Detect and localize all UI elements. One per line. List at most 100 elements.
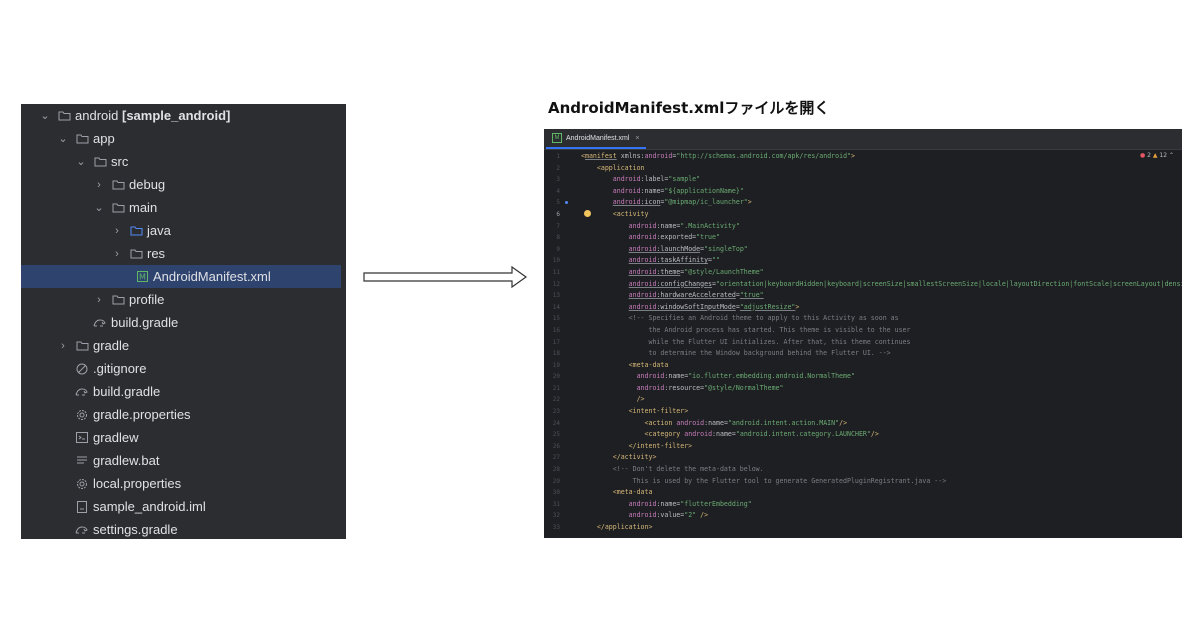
tree-item-label: build.gradle: [93, 384, 161, 399]
error-icon: ●: [1139, 152, 1146, 159]
tree-item-label: gradlew: [93, 430, 139, 445]
line-number: 5: [556, 199, 560, 207]
tree-item-label: java: [147, 223, 171, 238]
line-number: 1: [556, 153, 560, 160]
folder-icon: [57, 109, 71, 123]
tree-item-label: src: [111, 154, 129, 169]
tree-item-gradlew[interactable]: gradlew: [21, 426, 346, 449]
line-number: 28: [552, 466, 560, 474]
folder-icon: [129, 247, 143, 261]
line-number: 14: [552, 303, 560, 311]
tree-item-src[interactable]: ⌄ src: [21, 150, 346, 173]
line-number: 15: [552, 315, 560, 323]
folder-icon: [111, 293, 125, 307]
line-number: 33: [552, 524, 560, 531]
line-number: 8: [556, 234, 560, 242]
tree-item-label: sample_android.iml: [93, 499, 206, 514]
gradle-icon: [75, 385, 89, 399]
tree-item-settings-gradle[interactable]: settings.gradle: [21, 518, 346, 539]
tree-item-gradle[interactable]: › gradle: [21, 334, 346, 357]
line-number: 30: [552, 489, 560, 497]
tree-item-build-gradle[interactable]: build.gradle: [21, 380, 346, 403]
tree-item-android[interactable]: ⌄ android [sample_android]: [21, 104, 346, 127]
tree-item-label: res: [147, 246, 166, 261]
tab-close-button[interactable]: ×: [635, 134, 640, 142]
source-folder-icon: [129, 224, 143, 238]
project-tree: ⌄ android [sample_android] ⌄ app ⌄ src ›…: [21, 104, 346, 539]
tree-root-module: [sample_android]: [122, 108, 231, 123]
tree-item-label: gradle.properties: [93, 407, 191, 422]
line-number: 2: [556, 164, 560, 172]
line-number: 17: [552, 338, 560, 346]
line-number: 10: [552, 257, 560, 265]
line-number: 19: [552, 361, 560, 369]
tree-item-local-properties[interactable]: local.properties: [21, 472, 346, 495]
editor-tab-bar: M AndroidManifest.xml ×: [544, 129, 1182, 150]
tree-item-androidmanifest[interactable]: M AndroidManifest.xml: [21, 265, 341, 288]
change-marker: [565, 201, 568, 204]
line-number: 21: [552, 384, 560, 392]
tree-item-java[interactable]: › java: [21, 219, 346, 242]
tree-item-gradlew-bat[interactable]: gradlew.bat: [21, 449, 346, 472]
chevron-down-icon[interactable]: ⌄: [94, 202, 104, 214]
warning-count: 12: [1159, 152, 1168, 159]
tree-root-label: android: [75, 108, 119, 123]
text-file-icon: [75, 454, 89, 468]
line-number: 3: [556, 176, 560, 184]
tree-item-label: gradlew.bat: [93, 453, 160, 468]
line-number: 20: [552, 373, 560, 381]
gradle-icon: [93, 316, 107, 330]
tree-item-gradle-properties[interactable]: gradle.properties: [21, 403, 346, 426]
error-count: 2: [1147, 152, 1151, 159]
chevron-up-icon[interactable]: ⌃: [1168, 152, 1174, 159]
line-number: 25: [552, 431, 560, 439]
editor-tab-androidmanifest[interactable]: M AndroidManifest.xml ×: [546, 129, 646, 149]
manifest-icon: M: [552, 133, 562, 143]
line-number: 13: [552, 292, 560, 300]
line-number: 6: [556, 210, 560, 218]
tree-item-main[interactable]: ⌄ main: [21, 196, 346, 219]
gradle-icon: [75, 523, 89, 537]
tree-item-label: AndroidManifest.xml: [153, 269, 271, 284]
terminal-icon: [75, 431, 89, 445]
caption-heading: AndroidManifest.xmlファイルを開く: [548, 99, 830, 117]
ignore-icon: [75, 362, 89, 376]
warning-icon: ▲: [1152, 152, 1158, 159]
chevron-down-icon[interactable]: ⌄: [40, 110, 50, 122]
line-number: 16: [552, 326, 560, 334]
chevron-down-icon[interactable]: ⌄: [76, 156, 86, 168]
line-number: 26: [552, 442, 560, 450]
chevron-right-icon[interactable]: ›: [97, 178, 101, 191]
folder-icon: [111, 178, 125, 192]
chevron-right-icon[interactable]: ›: [115, 224, 119, 237]
tree-item-sample-android-iml[interactable]: sample_android.iml: [21, 495, 346, 518]
tree-item-profile[interactable]: › profile: [21, 288, 346, 311]
tree-item-debug[interactable]: › debug: [21, 173, 346, 196]
line-number: 24: [552, 419, 560, 427]
chevron-down-icon[interactable]: ⌄: [58, 133, 68, 145]
tree-item-app[interactable]: ⌄ app: [21, 127, 346, 150]
line-number: 27: [552, 454, 560, 462]
inspection-status[interactable]: ● 2 ▲ 12 ⌃: [1140, 152, 1174, 159]
line-number: 4: [556, 187, 560, 195]
code-content[interactable]: <manifest xmlns:android="http://schemas.…: [581, 152, 1182, 531]
manifest-icon: M: [135, 270, 149, 284]
tree-item-res[interactable]: › res: [21, 242, 346, 265]
chevron-right-icon[interactable]: ›: [97, 293, 101, 306]
tree-item-label: main: [129, 200, 158, 215]
tree-item-gitignore[interactable]: .gitignore: [21, 357, 346, 380]
lightbulb-icon[interactable]: [584, 210, 591, 217]
chevron-right-icon[interactable]: ›: [115, 247, 119, 260]
line-number: 23: [552, 408, 560, 416]
chevron-right-icon[interactable]: ›: [61, 339, 65, 352]
tree-item-label: debug: [129, 177, 166, 192]
line-number: 22: [552, 396, 560, 404]
tree-item-label: local.properties: [93, 476, 182, 491]
tree-item-app-build-gradle[interactable]: build.gradle: [21, 311, 346, 334]
folder-icon: [75, 339, 89, 353]
folder-icon: [111, 201, 125, 215]
tree-item-label: .gitignore: [93, 361, 147, 376]
line-number: 11: [552, 268, 560, 276]
